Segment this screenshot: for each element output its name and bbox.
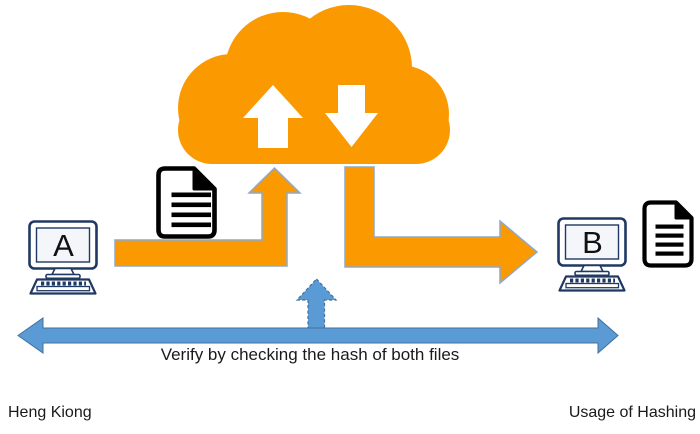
upload-arrow-icon	[243, 85, 303, 148]
upload-flow-arrow	[114, 166, 302, 267]
verify-double-arrow	[17, 316, 619, 355]
computer-b-icon: B	[556, 216, 628, 293]
footer-title: Usage of Hashing	[568, 404, 696, 421]
download-flow-arrow	[344, 166, 539, 285]
footer-author: Heng Kiong	[8, 404, 92, 421]
cloud-icon	[178, 5, 450, 164]
computer-a-label: A	[53, 228, 74, 263]
document-b-icon	[642, 200, 694, 268]
computer-a-icon: A	[27, 219, 99, 296]
computer-b-label: B	[582, 225, 603, 260]
verify-up-arrow	[295, 278, 338, 334]
verify-caption: Verify by checking the hash of both file…	[160, 345, 460, 364]
download-arrow-icon	[325, 85, 378, 147]
document-a-icon	[156, 166, 217, 239]
